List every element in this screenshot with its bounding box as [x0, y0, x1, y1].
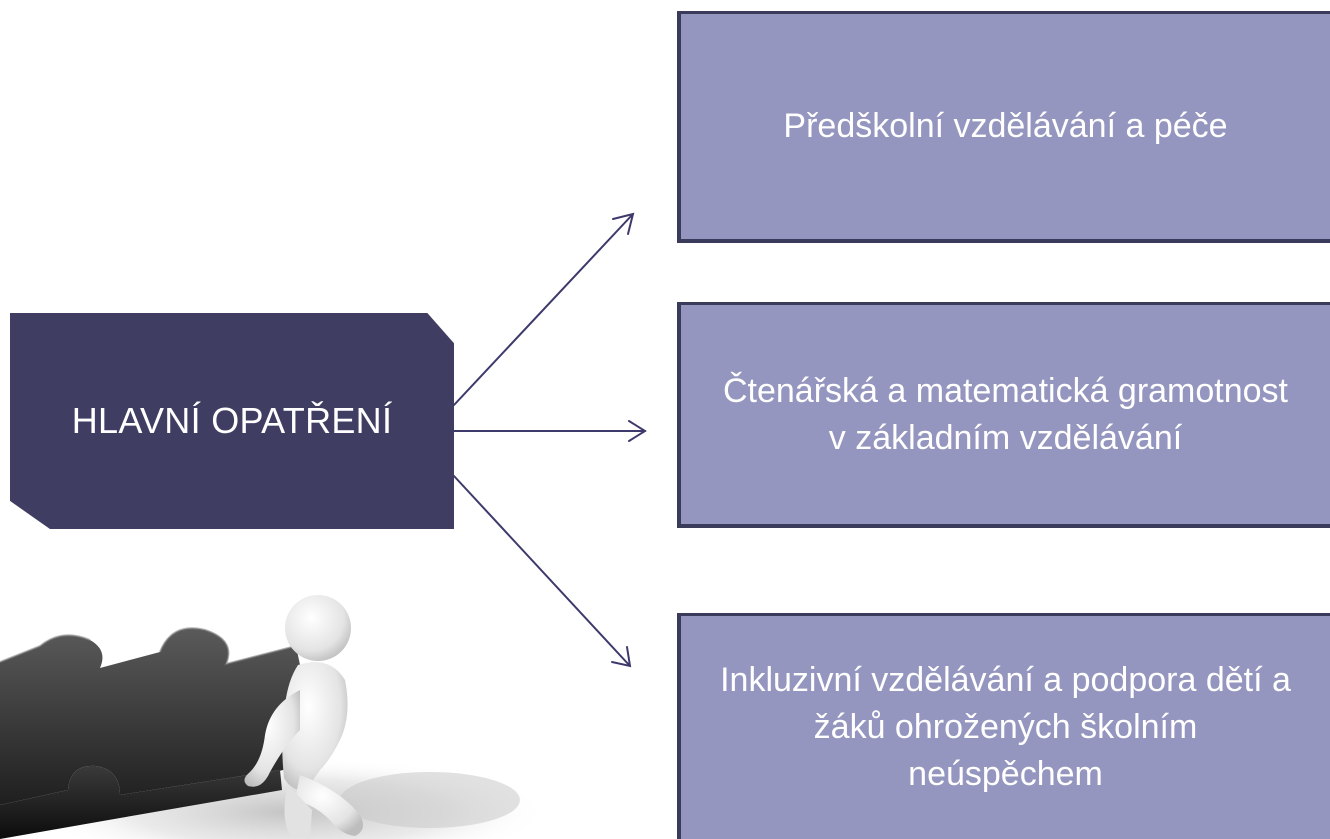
main-measures-label: HLAVNÍ OPATŘENÍ [71, 400, 393, 441]
arrowhead-literacy-icon [628, 420, 647, 442]
measure-label-inclusion: Inkluzivní vzdělávání a podpora dětí a ž… [720, 661, 1291, 793]
measure-label-preschool: Předškolní vzdělávání a péče [783, 107, 1228, 146]
arrowhead-preschool-icon [612, 212, 635, 235]
measure-box-literacy: Čtenářská a matematická gramotnost v zák… [677, 302, 1330, 528]
main-measures-box: HLAVNÍ OPATŘENÍ [10, 313, 454, 529]
arrowhead-inclusion-icon [611, 646, 632, 668]
arrow-to-preschool [453, 213, 634, 406]
measure-box-inclusion: Inkluzivní vzdělávání a podpora dětí a ž… [677, 613, 1330, 839]
arrow-to-inclusion [453, 475, 631, 667]
measure-label-literacy: Čtenářská a matematická gramotnost v zák… [722, 371, 1289, 457]
measure-box-preschool: Předškolní vzdělávání a péče [677, 11, 1330, 243]
